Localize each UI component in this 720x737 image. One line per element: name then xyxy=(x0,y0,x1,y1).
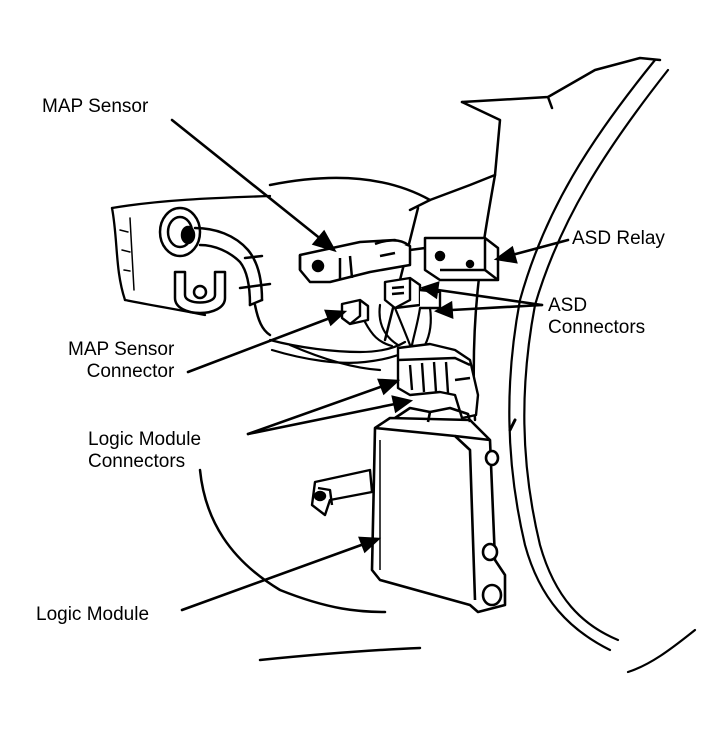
arrowhead-map-sensor xyxy=(311,229,337,253)
leader-map-sensor xyxy=(170,118,324,242)
leader-lines xyxy=(170,118,570,612)
leader-asd-connectors-b xyxy=(450,303,544,312)
map-sensor-connector-body xyxy=(340,298,370,326)
arrowhead-logic-module-connectors-a xyxy=(377,378,401,396)
module-mounting-bracket xyxy=(310,468,374,517)
label-logic-module-connectors-line2: Connectors xyxy=(88,451,186,472)
arrowhead-map-sensor-connector xyxy=(324,309,348,327)
asd-relay-body xyxy=(409,236,500,282)
label-asd-connectors-line2: Connectors xyxy=(548,317,646,338)
leader-logic-module-connectors-b xyxy=(246,402,397,436)
label-map-sensor-connector-line2: Connector xyxy=(86,361,175,382)
label-map-sensor-connector: MAP Sensor Connector xyxy=(68,339,174,383)
leader-asd-relay xyxy=(510,238,570,257)
firewall-bracket xyxy=(110,194,272,317)
map-sensor-body xyxy=(298,238,412,284)
leader-logic-module xyxy=(180,542,366,612)
hose-clamp xyxy=(173,270,227,315)
arrowhead-logic-module xyxy=(358,536,382,554)
arrowhead-asd-relay xyxy=(493,245,518,264)
logic-module-body xyxy=(370,406,507,614)
leader-map-sensor-connector xyxy=(186,316,332,374)
label-map-sensor: MAP Sensor xyxy=(42,96,149,117)
arrowhead-asd-connectors-b xyxy=(434,300,454,319)
leader-asd-connectors-a xyxy=(436,288,544,307)
door-edge-trim xyxy=(508,58,697,674)
label-logic-module: Logic Module xyxy=(36,604,150,625)
label-asd-connectors: ASD Connectors xyxy=(548,295,645,339)
label-asd-connectors-line1: ASD xyxy=(548,295,588,316)
vacuum-hose xyxy=(193,226,272,337)
leader-logic-module-connectors-a xyxy=(246,384,385,436)
grommet xyxy=(158,206,202,258)
arrowhead-logic-module-connectors-b xyxy=(391,395,414,414)
label-logic-module-connectors: Logic Module Connectors xyxy=(88,429,201,473)
label-asd-relay: ASD Relay xyxy=(572,228,665,249)
arrowhead-asd-connectors-a xyxy=(420,281,440,300)
label-map-sensor-connector-line1: MAP Sensor xyxy=(68,339,175,360)
label-logic-module-connectors-line1: Logic Module xyxy=(88,429,202,450)
asd-connectors-body xyxy=(383,276,442,310)
